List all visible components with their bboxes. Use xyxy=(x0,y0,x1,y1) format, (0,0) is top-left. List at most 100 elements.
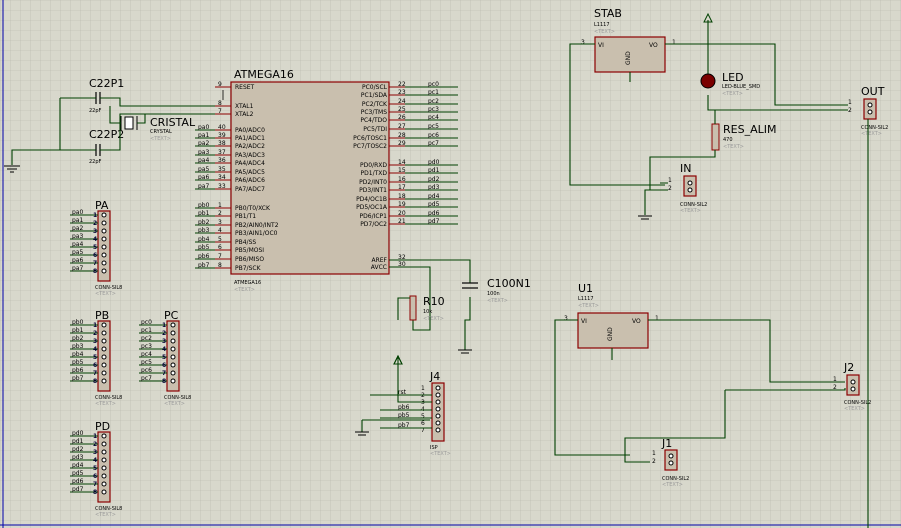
atmega-pin-name: PD7/OC2 xyxy=(360,221,387,228)
connector-net: pa5 xyxy=(72,249,83,256)
atmega-left-net: pa7 xyxy=(198,183,209,190)
connector-pin-number: 2 xyxy=(162,330,166,337)
j2-connector[interactable]: J2 1 2 CONN-SIL2 <TEXT> xyxy=(833,361,871,412)
connector-pin-number: 3 xyxy=(93,338,97,345)
u1-body xyxy=(577,312,649,349)
j4-net: pb6 xyxy=(398,404,410,411)
r10-body xyxy=(409,295,417,321)
wire-xtal1 xyxy=(60,97,215,107)
connector-pin-number: 5 xyxy=(162,354,166,361)
connector-pin-number: 1 xyxy=(93,322,97,329)
j1-connector[interactable]: J1 1 2 CONN-SIL2 <TEXT> xyxy=(652,437,689,488)
atmega-pin-name: PD0/RXD xyxy=(360,162,387,169)
j4-wires xyxy=(361,356,432,432)
atmega-pin-number: 4 xyxy=(218,227,222,234)
j2-pin2 xyxy=(850,386,856,392)
in-connector[interactable]: IN 1 2 CONN-SIL2 <TEXT> xyxy=(638,162,707,220)
connector-net: pb1 xyxy=(72,327,84,334)
connector-pin-dot xyxy=(101,354,107,360)
in-body xyxy=(683,175,697,197)
cristal-value: CRYSTAL xyxy=(150,129,172,135)
crystal-circuit[interactable]: C22P1 22pF C22P2 22pF CRISTAL CRYSTAL <T… xyxy=(4,77,224,173)
connector-pin-dot xyxy=(170,346,176,352)
connector-pin-number: 8 xyxy=(93,268,97,275)
wire-xtal2 xyxy=(60,113,215,151)
connector-net: pa7 xyxy=(72,265,83,272)
atmega-pin-name: PA5/ADC5 xyxy=(235,169,265,176)
atmega-pin-number: 3 xyxy=(218,219,222,226)
j4-pin-number: 7 xyxy=(421,427,425,434)
out-type: CONN-SIL2 xyxy=(861,125,888,131)
atmega-body xyxy=(230,81,390,275)
stab-wires xyxy=(569,20,848,186)
atmega-pin-name: RESET xyxy=(235,84,255,91)
res-alim-resistor[interactable]: RES_ALIM 470 <TEXT> xyxy=(649,110,776,191)
atmega-pin-name: PD3/INT1 xyxy=(359,187,387,194)
u1-gnd: GND xyxy=(607,327,614,341)
connector-pin-dot xyxy=(101,236,107,242)
connector-pin-dot xyxy=(101,473,107,479)
led-indicator[interactable]: LED LED-BLUE_SMD <TEXT> xyxy=(700,71,760,97)
atmega-left-net: pa1 xyxy=(198,132,209,139)
j4-pin-dot xyxy=(435,413,441,419)
in-type: CONN-SIL2 xyxy=(680,202,707,208)
connector-pin-number: 1 xyxy=(93,433,97,440)
pa-type: CONN-SIL8 xyxy=(95,285,122,291)
u1-regulator[interactable]: U1 L1117 <TEXT> VI VO GND 3 1 xyxy=(554,282,846,463)
r10-text: <TEXT> xyxy=(423,316,444,322)
atmega-pin-name: PA3/ADC3 xyxy=(235,152,265,159)
connector-pin-dot xyxy=(170,338,176,344)
c22p2-value: 22pF xyxy=(89,159,102,165)
cristal-label: CRISTAL xyxy=(150,116,196,129)
connector-pin-dot xyxy=(101,378,107,384)
c22p2-label: C22P2 xyxy=(89,128,124,141)
atmega-left-net: pb0 xyxy=(198,202,210,209)
connector-net: pc7 xyxy=(141,375,152,382)
connector-net: pc5 xyxy=(141,359,152,366)
connector-pin-dot xyxy=(101,268,107,274)
stab-regulator[interactable]: STAB L1117 <TEXT> VI VO GND 3 1 xyxy=(569,7,848,186)
out-pin1 xyxy=(867,102,873,108)
atmega-value: ATMEGA16 xyxy=(234,280,261,286)
atmega-left-net: pa3 xyxy=(198,149,209,156)
c100n1-text: <TEXT> xyxy=(487,298,508,304)
u1-value: L1117 xyxy=(578,296,594,302)
connector-net: pd1 xyxy=(72,438,84,445)
connector-net: pb2 xyxy=(72,335,84,342)
c100n1-capacitor[interactable]: C100N1 100n <TEXT> xyxy=(458,277,531,354)
atmega-pin-number: 33 xyxy=(218,183,226,190)
aref-avcc-wire xyxy=(389,259,471,350)
out-connector[interactable]: OUT 1 2 CONN-SIL2 <TEXT> xyxy=(848,85,888,137)
j4-net: pb7 xyxy=(398,422,410,429)
atmega-pin-number: 9 xyxy=(218,81,222,88)
j4-ground-icon xyxy=(355,431,369,436)
atmega-pin-name: PD1/TXD xyxy=(361,170,388,177)
atmega-pin-number: 22 xyxy=(398,81,406,88)
atmega-left-net: pb3 xyxy=(198,227,210,234)
stab-value: L1117 xyxy=(594,22,610,28)
j2-text: <TEXT> xyxy=(844,406,865,412)
atmega-right-net: pc0 xyxy=(428,81,439,88)
atmega-pin-name: PB6/MISO xyxy=(235,256,264,263)
atmega-pin-number: 25 xyxy=(398,106,406,113)
j2-pin2-num: 2 xyxy=(833,384,837,391)
atmega-pin-name: PC0/SCL xyxy=(362,84,388,91)
connector-net: pc4 xyxy=(141,351,152,358)
atmega-pin-number: 16 xyxy=(398,176,406,183)
r10-resistor[interactable]: R10 10k <TEXT> xyxy=(393,295,445,365)
atmega-pin-number: 19 xyxy=(398,201,406,208)
connector-pin-number: 6 xyxy=(93,252,97,259)
led-label: LED xyxy=(722,71,744,84)
connector-pin-number: 1 xyxy=(162,322,166,329)
atmega-pin-name: PC5/TDI xyxy=(363,126,387,133)
connector-pin-dot xyxy=(101,212,107,218)
